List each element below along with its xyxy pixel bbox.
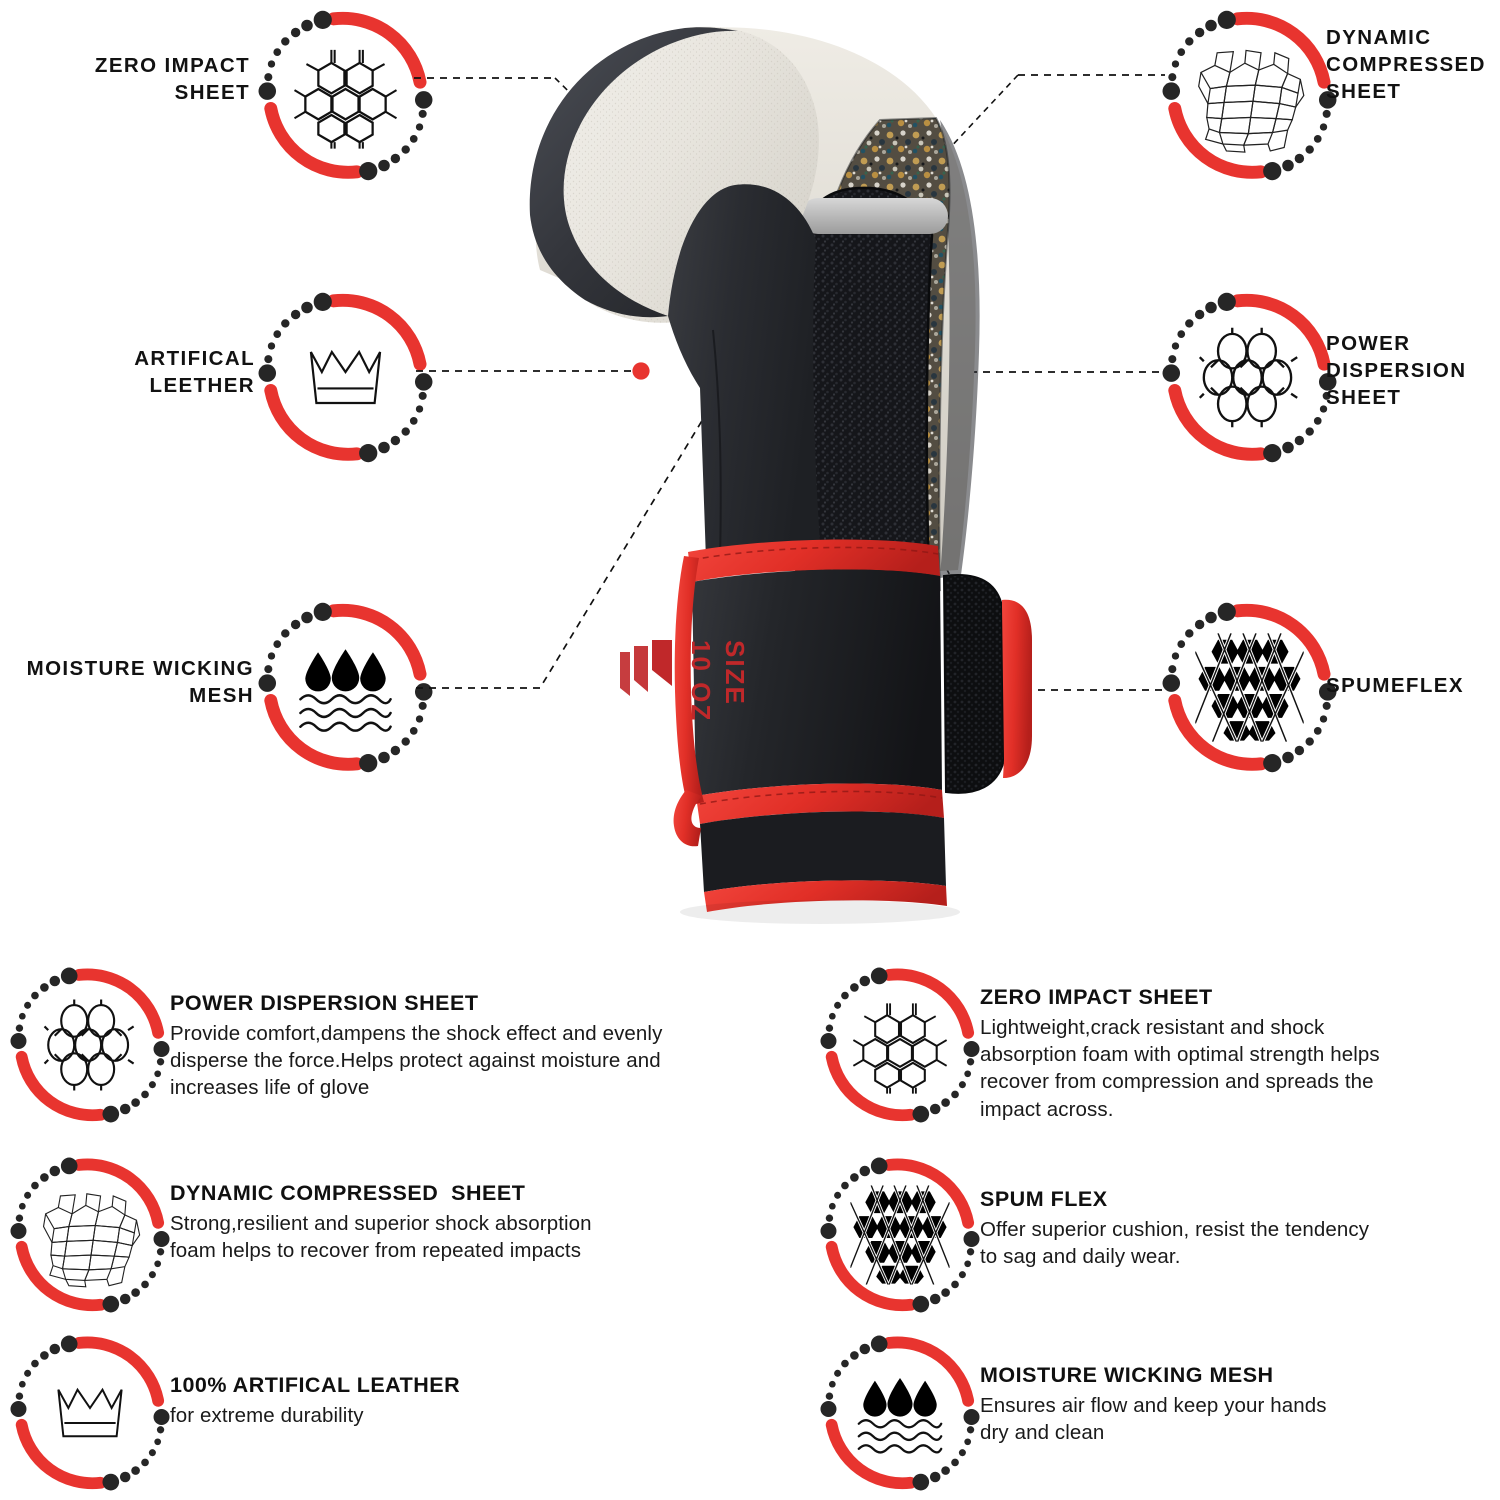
glove-leather-fold	[529, 27, 738, 318]
feature-title: 100% ARTIFICAL LEATHER	[170, 1373, 461, 1397]
feature-block-spum-flex: SPUM FLEX Offer superior cushion, resist…	[820, 1155, 1500, 1315]
hexagon-lattice-icon	[850, 1185, 950, 1285]
callout-label-zero-impact-sheet: ZERO IMPACT SHEET	[94, 54, 250, 105]
callout-ring-spumeflex	[1162, 600, 1337, 775]
feature-icon-spum-flex	[820, 1155, 980, 1315]
velcro-strap	[944, 575, 1004, 793]
crackle-foam-icon	[42, 1193, 141, 1288]
boxing-glove-cutaway-image: SIZE 10 OZ	[470, 0, 1070, 930]
glove-lower-body	[668, 184, 822, 572]
callout-ring-power-dispersion-sheet	[1162, 290, 1337, 465]
callout-label-moisture-wicking-mesh: MOISTURE WICKING MESH	[26, 657, 254, 708]
callout-ring-dynamic-compressed-sheet	[1162, 8, 1337, 183]
cuff-stripe-graphic	[620, 640, 672, 696]
cuff-red-piping-top	[688, 539, 940, 582]
callout-label-dynamic-compressed-sheet: DYNAMIC COMPRESSED SHEET	[1326, 26, 1486, 104]
feature-title: MOISTURE WICKING MESH	[980, 1363, 1274, 1387]
feature-description: Strong,resilient and superior shock abso…	[170, 1211, 592, 1263]
feature-icon-power-dispersion-sheet	[10, 965, 170, 1125]
glove-gray-tab	[800, 198, 948, 234]
crown-icon	[57, 1388, 123, 1438]
circle-mesh-icon	[43, 998, 135, 1092]
velcro-strap-red-backing	[1002, 599, 1032, 778]
feature-block-moisture-wicking-mesh: MOISTURE WICKING MESH Ensures air flow a…	[820, 1333, 1500, 1493]
callout-label-power-dispersion-sheet: POWER DISPERSION SHEET	[1326, 332, 1467, 410]
feature-description: Ensures air flow and keep your hands dry…	[980, 1393, 1327, 1445]
feature-description: for extreme durability	[170, 1403, 364, 1427]
callout-label-artifical-leether: ARTIFICAL LEETHER	[134, 347, 255, 398]
feature-icon-moisture-wicking-mesh	[820, 1333, 980, 1493]
honeycomb-hexagon-icon	[852, 1002, 948, 1095]
cuff-left-red-loop	[674, 556, 704, 806]
cuff-red-piping-bottom	[696, 783, 944, 824]
cuff-panel	[692, 569, 942, 796]
feature-title: SPUM FLEX	[980, 1187, 1108, 1211]
feature-icon-dynamic-compressed-sheet	[10, 1155, 170, 1315]
feature-description: Offer superior cushion, resist the tende…	[980, 1217, 1370, 1269]
feature-title: DYNAMIC COMPRESSED SHEET	[170, 1181, 526, 1205]
feature-title: POWER DISPERSION SHEET	[170, 991, 479, 1015]
feature-block-dynamic-compressed-sheet: DYNAMIC COMPRESSED SHEET Strong,resilien…	[10, 1155, 780, 1315]
callout-ring-artifical-leether	[258, 290, 433, 465]
cuff-left-red-hook	[673, 790, 702, 847]
feature-description: Lightweight,crack resistant and shock ab…	[980, 1015, 1380, 1121]
cuff-print-size: SIZE	[720, 640, 750, 706]
callout-label-spumeflex: SPUMEFLEX	[1326, 674, 1464, 697]
feature-title: ZERO IMPACT SHEET	[980, 985, 1213, 1009]
callout-ring-zero-impact-sheet	[258, 8, 433, 183]
feature-icon-artifical-leather	[10, 1333, 170, 1493]
water-droplets-waves-icon	[857, 1376, 943, 1454]
feature-block-zero-impact-sheet: ZERO IMPACT SHEET Lightweight,crack resi…	[820, 965, 1500, 1125]
feature-description: Provide comfort,dampens the shock effect…	[170, 1021, 663, 1100]
feature-block-power-dispersion-sheet: POWER DISPERSION SHEET Provide comfort,d…	[10, 965, 780, 1125]
feature-block-artifical-leather: 100% ARTIFICAL LEATHER for extreme durab…	[10, 1333, 780, 1493]
callout-ring-moisture-wicking-mesh	[258, 600, 433, 775]
feature-icon-zero-impact-sheet	[820, 965, 980, 1125]
wrist-red-trim	[704, 880, 947, 912]
wrist-skirt	[700, 811, 946, 892]
